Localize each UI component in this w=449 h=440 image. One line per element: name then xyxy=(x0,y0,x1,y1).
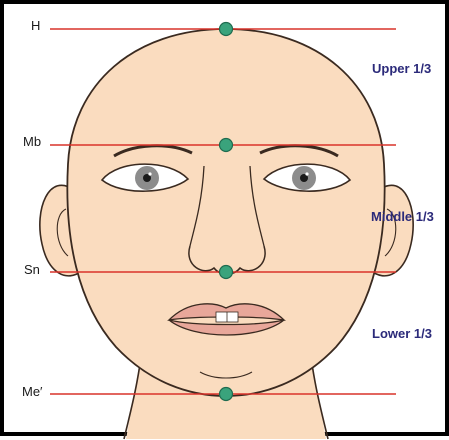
landmark-label-mb: Mb xyxy=(23,135,41,148)
sn-point xyxy=(220,266,233,279)
landmark-label-sn: Sn xyxy=(24,263,40,276)
zone-label-middle: Middle 1/3 xyxy=(371,210,434,223)
landmark-label-me: Me′ xyxy=(22,385,43,398)
landmark-label-h: H xyxy=(31,19,40,32)
head-outline xyxy=(67,29,384,396)
me-point xyxy=(220,388,233,401)
zone-label-lower: Lower 1/3 xyxy=(372,327,432,340)
h-point xyxy=(220,23,233,36)
mb-point xyxy=(220,139,233,152)
zone-label-upper: Upper 1/3 xyxy=(372,62,431,75)
